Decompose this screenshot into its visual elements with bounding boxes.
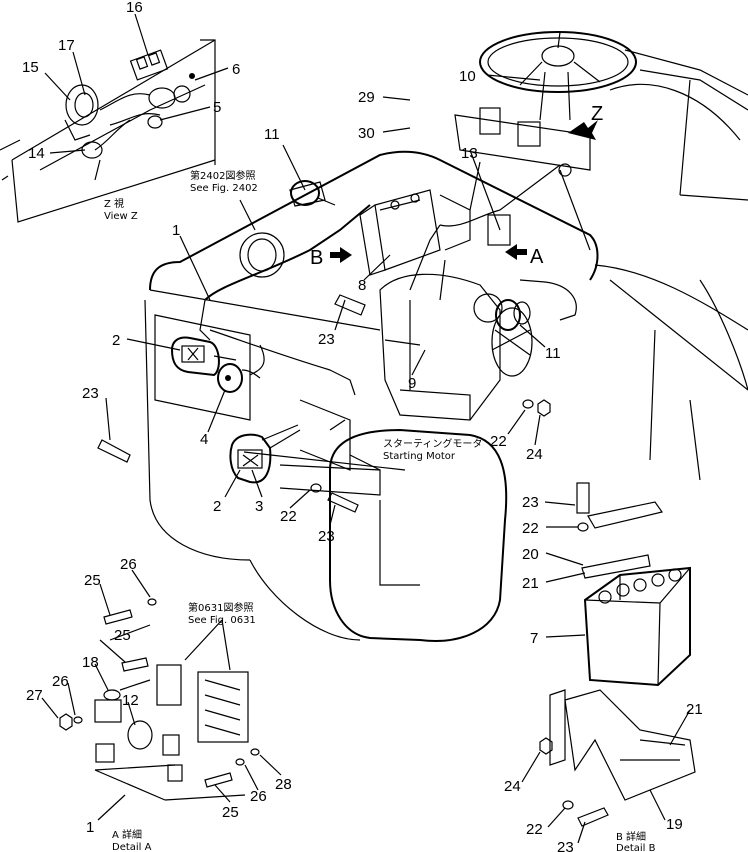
ref-lamp (239, 232, 285, 278)
detail-a-en: Detail A (112, 842, 152, 852)
machine-body (144, 150, 599, 642)
view-letter-a: A (530, 246, 544, 268)
callout: 23 (557, 839, 574, 852)
detail-a (59, 598, 260, 801)
callout: 19 (666, 816, 683, 833)
fig0631-jp: 第0631図参照 (188, 601, 253, 614)
rear-lamp-lower (229, 424, 301, 484)
callout: 1 (172, 222, 180, 239)
callout: 26 (250, 788, 267, 805)
starting-motor-en: Starting Motor (383, 451, 456, 462)
callout: 25 (222, 804, 239, 821)
captions: Z 視 View Z 第2402図参照 See Fig. 2402 スターティン… (104, 169, 656, 852)
callout: 7 (530, 630, 538, 647)
callout: 12 (122, 692, 139, 709)
starting-motor-jp: スターティングモータ (383, 437, 482, 450)
callout: 23 (82, 385, 99, 402)
callout: 22 (522, 520, 539, 537)
callout: 25 (84, 572, 101, 589)
callout: 22 (490, 433, 507, 450)
fig2402-jp: 第2402図参照 (190, 169, 255, 182)
starter-11 (495, 299, 531, 331)
fig2402-en: See Fig. 2402 (190, 183, 258, 194)
callout: 14 (28, 145, 45, 162)
view-z-jp: Z 視 (104, 197, 124, 210)
callout: 23 (318, 331, 335, 348)
detail-a-jp: A 詳細 (112, 828, 142, 841)
hardware-main (97, 294, 551, 513)
arrow-z-icon (568, 120, 598, 140)
arrow-a-icon (505, 244, 527, 260)
callout: 10 (459, 68, 476, 85)
callout: 4 (200, 431, 208, 448)
view-letter-z: Z (591, 103, 603, 125)
callout: 16 (126, 0, 143, 16)
callout: 15 (22, 59, 39, 76)
callout: 17 (58, 37, 75, 54)
rear-lamp-upper (170, 336, 237, 377)
callout: 25 (114, 627, 131, 644)
callout: 23 (522, 494, 539, 511)
callout: 27 (26, 687, 43, 704)
battery-top (359, 189, 511, 276)
view-letters: Z B A (310, 103, 603, 269)
callout: 29 (358, 89, 375, 106)
callout: 21 (686, 701, 703, 718)
callout: 8 (358, 277, 366, 294)
callout: 20 (522, 546, 539, 563)
callout: 5 (213, 99, 221, 116)
callout: 22 (280, 508, 297, 525)
detail-b-en: Detail B (616, 843, 656, 852)
callout: 26 (120, 556, 137, 573)
callout: 6 (232, 61, 240, 78)
callout: 22 (526, 821, 543, 838)
callout: 30 (358, 125, 375, 142)
callout: 21 (522, 575, 539, 592)
wiring-harness (199, 164, 577, 431)
callout: 13 (461, 145, 478, 162)
callout: 24 (526, 446, 543, 463)
horn (217, 363, 261, 393)
leader-lines (41, 13, 691, 844)
upper-lamp-11 (289, 180, 336, 207)
callout: 23 (318, 528, 335, 545)
callout: 28 (275, 776, 292, 793)
fig0631-en: See Fig. 0631 (188, 615, 256, 626)
callout: 2 (213, 498, 221, 515)
view-letter-b: B (310, 247, 323, 269)
callout: 26 (52, 673, 69, 690)
view-z-panel (0, 39, 216, 223)
arrow-b-icon (330, 247, 352, 263)
callout: 9 (408, 375, 416, 392)
callout-numbers: 1 2 23 4 2 3 22 23 23 11 8 9 11 22 24 13… (22, 0, 703, 852)
steering-and-dash (454, 31, 748, 481)
view-z-en: View Z (104, 211, 138, 222)
callout: 18 (82, 654, 99, 671)
detail-b (539, 482, 696, 827)
callout: 24 (504, 778, 521, 795)
detail-b-jp: B 詳細 (616, 830, 646, 843)
callout: 11 (545, 345, 561, 362)
view-arrows (330, 120, 598, 263)
callout: 11 (264, 126, 280, 143)
callout: 1 (86, 819, 94, 836)
callout: 2 (112, 332, 120, 349)
callout: 3 (255, 498, 263, 515)
